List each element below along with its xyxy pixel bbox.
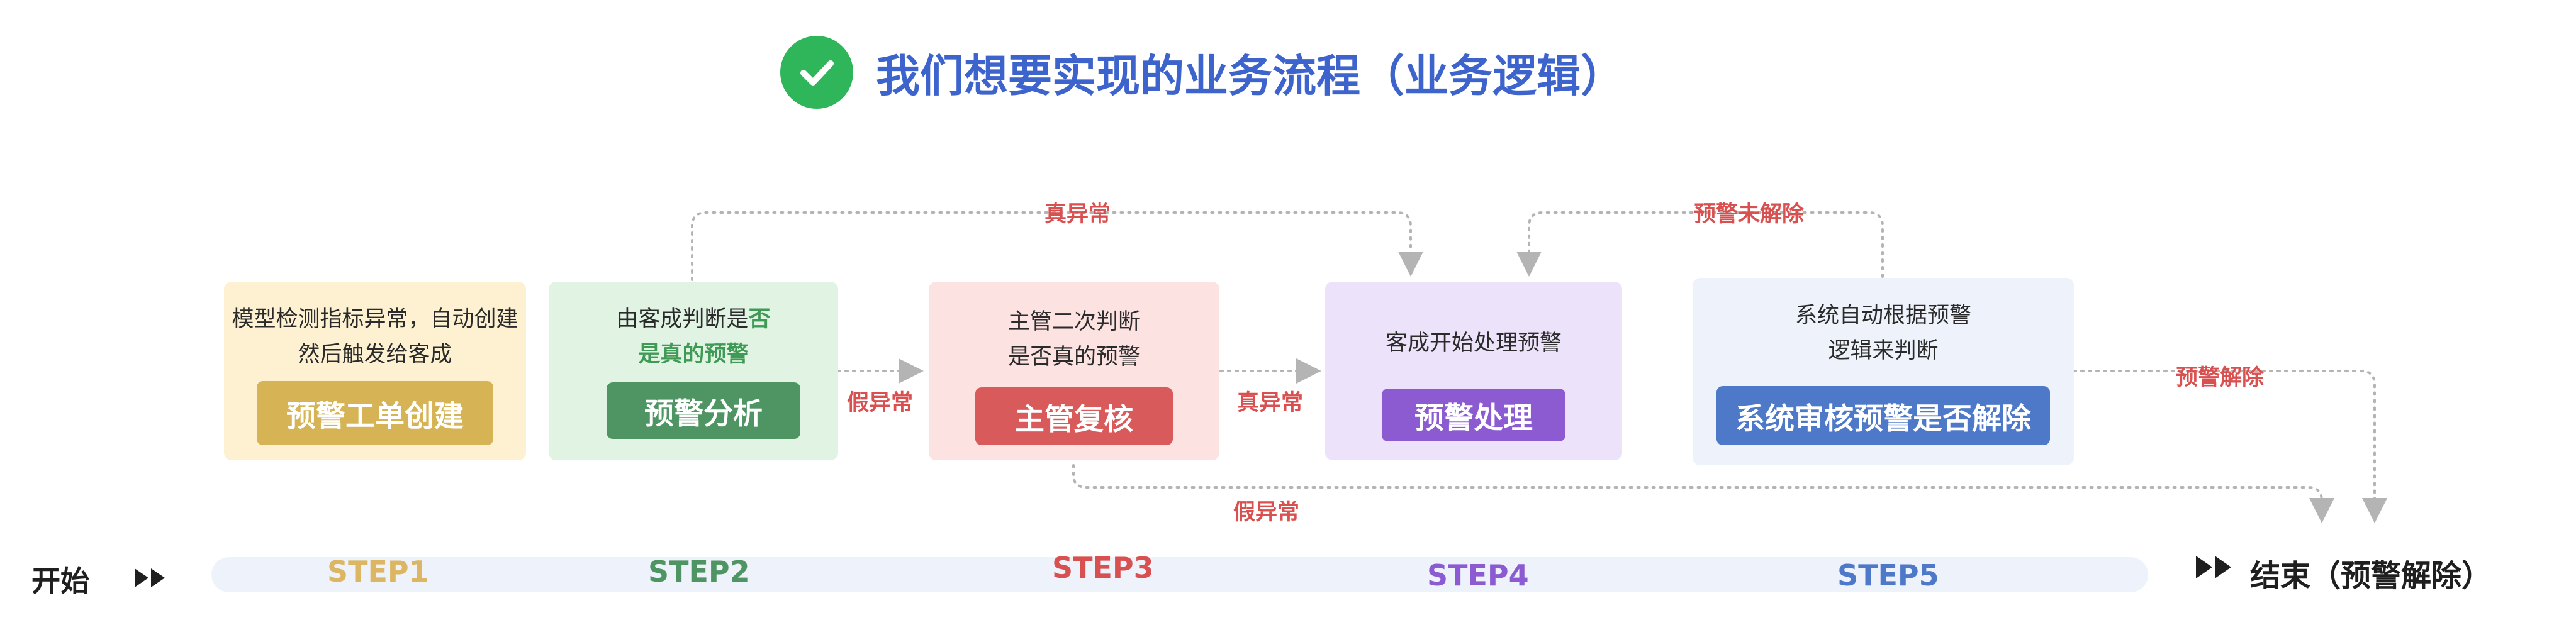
step2-desc-line1: 由客成判断是否	[616, 307, 771, 332]
step5-desc-line2: 逻辑来判断	[1828, 338, 1939, 363]
arrow-step5-to-end	[2073, 370, 2387, 523]
step1-desc-line1: 模型检测指标异常，自动创建	[232, 307, 518, 332]
step2-desc-line2: 是真的预警	[638, 342, 749, 367]
step2-card: 由客成判断是否 是真的预警 预警分析	[549, 282, 838, 460]
label-alert-not-cleared: 预警未解除	[1694, 202, 1805, 227]
step4-label: STEP4	[1427, 558, 1529, 592]
step2-button[interactable]: 预警分析	[607, 382, 800, 439]
label-false-anomaly-bottom: 假异常	[1233, 500, 1300, 525]
step3-desc-line2: 是否真的预警	[1007, 345, 1140, 370]
loop-step5-to-step4	[1516, 211, 1884, 278]
check-circle-icon	[780, 36, 853, 109]
label-true-anomaly-mid: 真异常	[1237, 390, 1304, 416]
diagram-title: 我们想要实现的业务流程（业务逻辑）	[780, 35, 1625, 110]
step5-card: 系统自动根据预警 逻辑来判断 系统审核预警是否解除	[1693, 278, 2074, 465]
double-play-icon	[2196, 556, 2231, 578]
end-label: 结束（预警解除）	[2250, 558, 2492, 594]
step4-desc-line1: 客成开始处理预警	[1385, 331, 1562, 356]
label-true-anomaly-top: 真异常	[1044, 202, 1111, 227]
step1-card: 模型检测指标异常，自动创建 然后触发给客成 预警工单创建	[224, 282, 526, 460]
double-play-icon	[135, 568, 165, 587]
step1-label: STEP1	[327, 555, 429, 589]
step4-button[interactable]: 预警处理	[1382, 389, 1565, 441]
step5-desc-line1: 系统自动根据预警	[1795, 303, 1971, 328]
step2-label: STEP2	[648, 555, 750, 589]
step-timeline-bar	[211, 557, 2148, 592]
step2-desc-highlight: 否	[748, 307, 771, 332]
step3-desc-line1: 主管二次判断	[1007, 309, 1140, 335]
label-alert-cleared: 预警解除	[2176, 365, 2265, 390]
step5-label: STEP5	[1837, 558, 1939, 592]
title-text: 我们想要实现的业务流程（业务逻辑）	[876, 50, 1625, 102]
loop-step3-to-end	[1072, 464, 2334, 523]
step4-card: 客成开始处理预警 预警处理	[1325, 282, 1622, 460]
start-label: 开始	[31, 564, 89, 598]
step1-desc-line2: 然后触发给客成	[298, 342, 452, 367]
step3-button[interactable]: 主管复核	[975, 387, 1173, 445]
step3-card: 主管二次判断 是否真的预警 主管复核	[929, 282, 1219, 460]
label-false-anomaly-mid: 假异常	[847, 390, 914, 416]
step1-button[interactable]: 预警工单创建	[257, 381, 493, 445]
step3-label: STEP3	[1052, 551, 1154, 585]
step5-button[interactable]: 系统审核预警是否解除	[1716, 386, 2050, 445]
